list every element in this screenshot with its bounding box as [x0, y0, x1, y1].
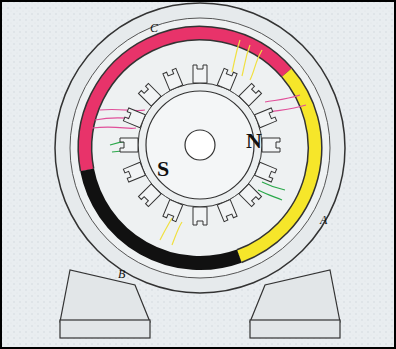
coil-label: B [118, 268, 125, 280]
coil-label: C [150, 22, 158, 34]
pole-label: S [157, 158, 169, 180]
pole-label: N [246, 130, 262, 152]
coil-label: A [320, 214, 327, 226]
